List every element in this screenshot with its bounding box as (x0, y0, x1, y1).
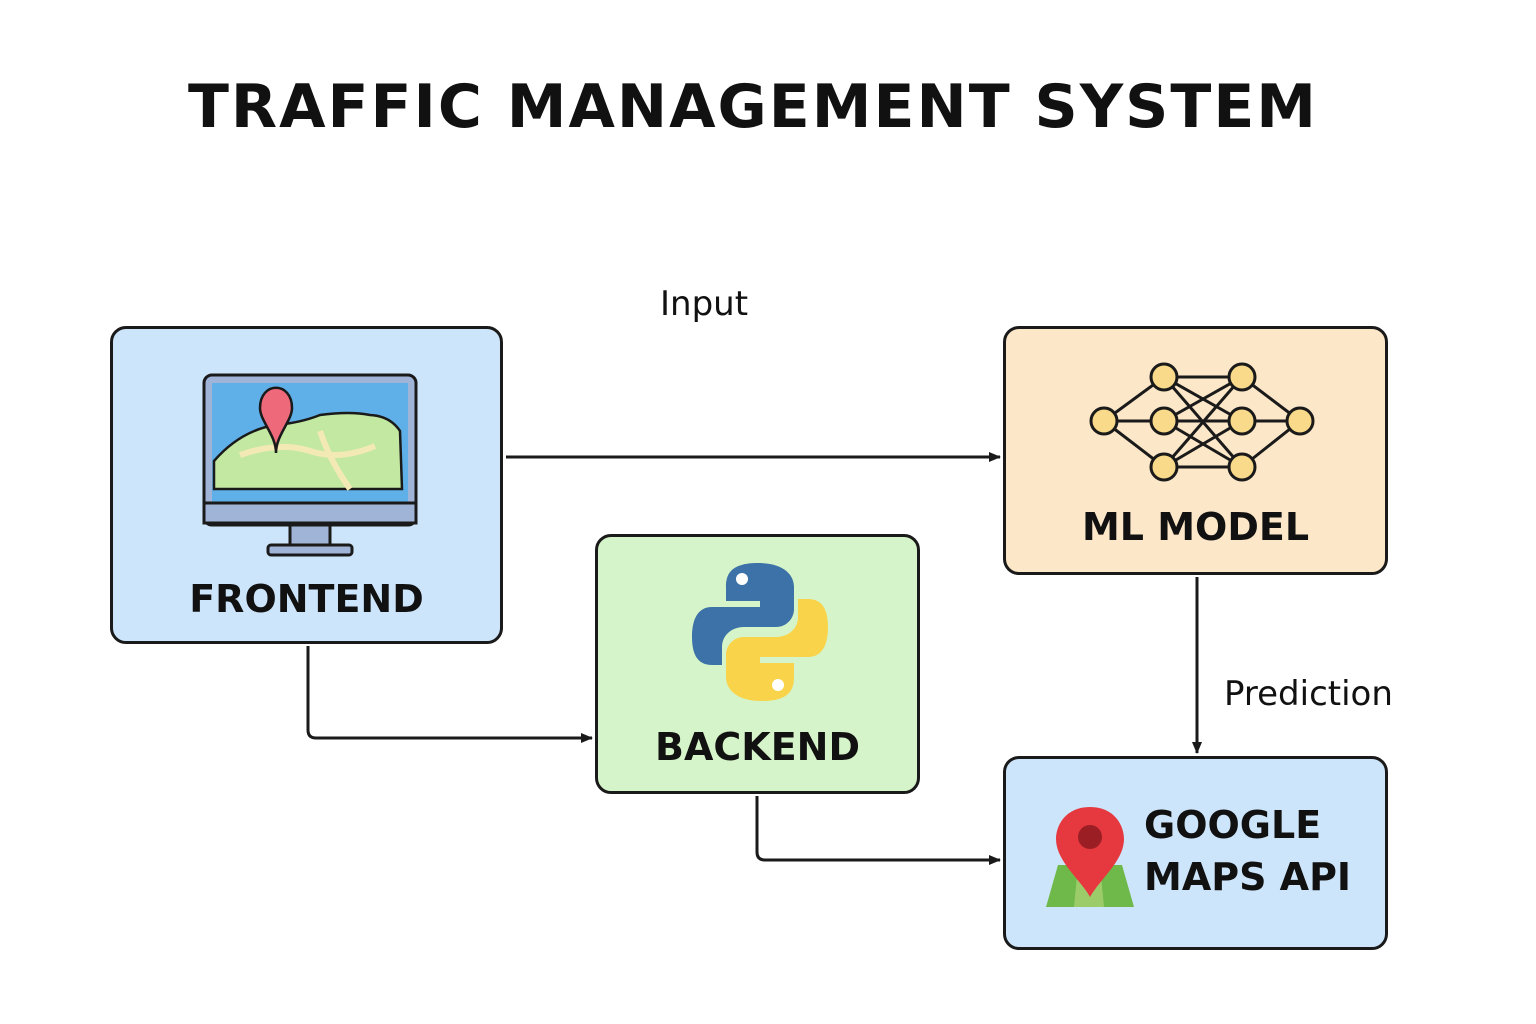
google-maps-label-line2: MAPS API (1144, 855, 1352, 899)
ml-model-label: ML MODEL (1081, 505, 1310, 549)
map-pin-icon (1046, 807, 1134, 907)
frontend-node: FRONTEND (110, 326, 503, 644)
python-logo-icon (692, 563, 828, 701)
ml-model-node: ML MODEL (1003, 326, 1388, 575)
google-maps-api-node: GOOGLE MAPS API (1003, 756, 1388, 950)
edge-backend-to-maps (755, 796, 1001, 865)
diagram-title: TRAFFIC MANAGEMENT SYSTEM (187, 72, 1319, 142)
google-maps-label-line1: GOOGLE (1144, 803, 1322, 847)
monitor-map-icon (202, 373, 418, 557)
edge-frontend-to-backend (306, 646, 593, 743)
backend-label: BACKEND (654, 725, 860, 769)
edge-label-prediction: Prediction (1224, 674, 1393, 714)
neural-network-icon (1089, 362, 1315, 482)
backend-node: BACKEND (595, 534, 920, 794)
frontend-label: FRONTEND (189, 577, 424, 621)
edge-label-input: Input (660, 284, 749, 324)
